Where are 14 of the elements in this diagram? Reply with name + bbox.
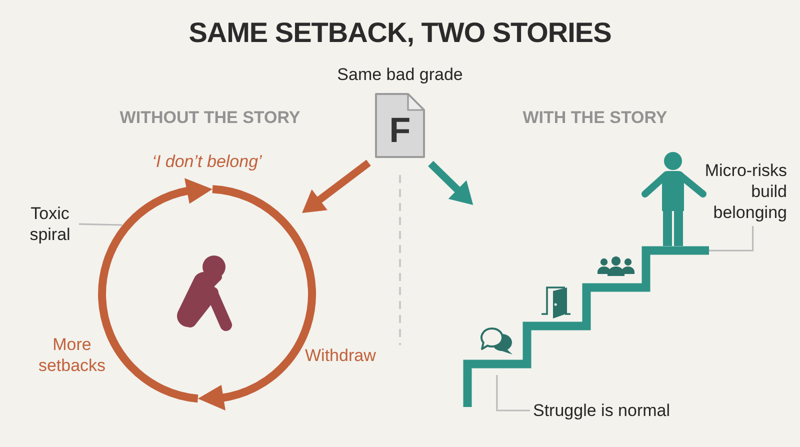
title: SAME SETBACK, TWO STORIES xyxy=(188,16,612,50)
callout-text: Micro-risks build belonging xyxy=(697,160,787,223)
arrow xyxy=(428,160,474,205)
grade-letter: F xyxy=(389,111,411,151)
cycle-step-label: Withdraw xyxy=(305,345,376,366)
caption-text: Same bad grade xyxy=(337,64,463,86)
leader-line xyxy=(709,226,754,252)
section-heading: WITH THE STORY xyxy=(522,107,668,129)
callout-text: Toxic spiral xyxy=(25,203,75,245)
section-heading: WITHOUT THE STORY xyxy=(120,107,300,129)
cycle-step-label: ‘I don’t belong’ xyxy=(152,151,262,173)
cycle-step-label: More setbacks xyxy=(37,334,107,376)
arrow xyxy=(302,160,371,214)
callout-text: Struggle is normal xyxy=(533,400,670,421)
